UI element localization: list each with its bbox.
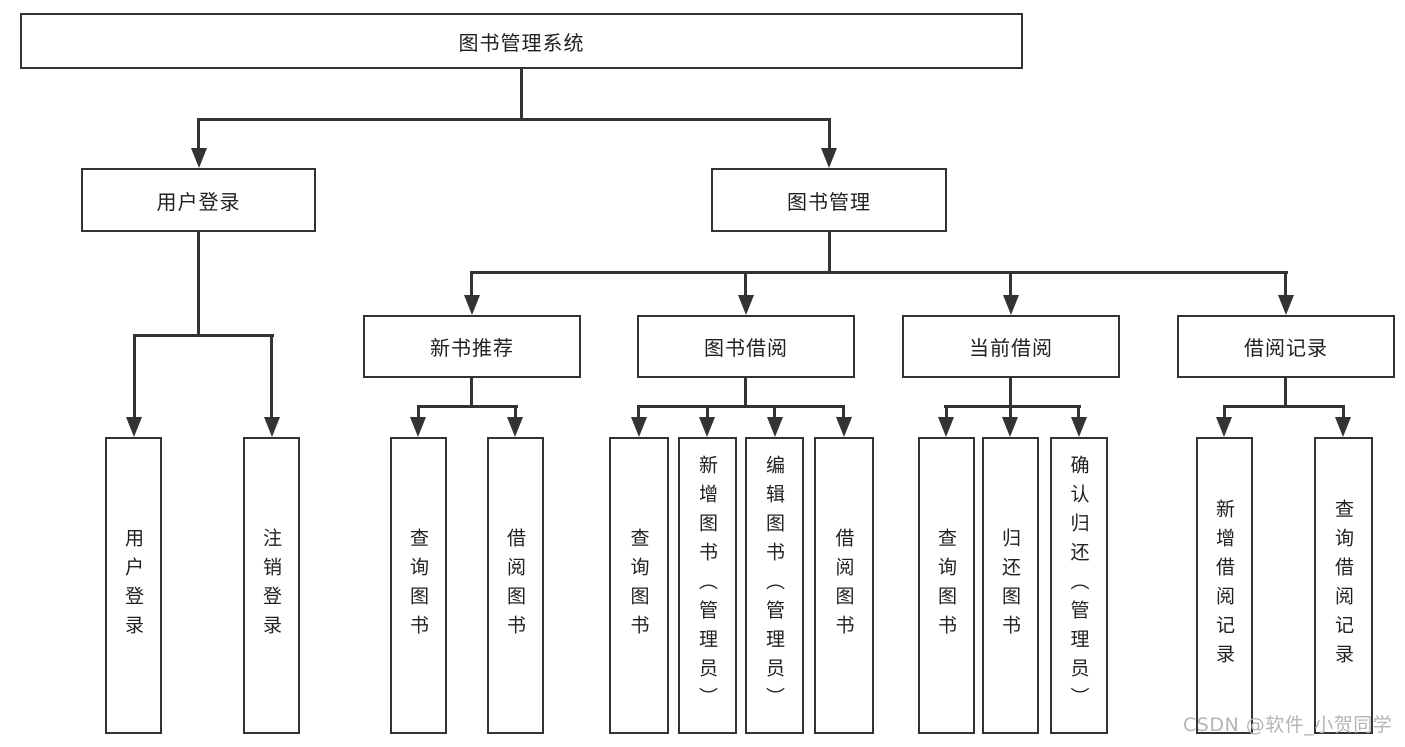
arrow-down-icon <box>507 417 523 437</box>
arrow-down-icon <box>1216 417 1232 437</box>
arrow-down-icon <box>1003 295 1019 315</box>
watermark: CSDN @软件_小贺同学 <box>1183 714 1393 736</box>
connector-line <box>470 271 473 295</box>
node-new-book-recommend-label: 新书推荐 <box>430 336 514 360</box>
leaf-borrow-books-recommend-label: 借阅图书 <box>504 527 526 644</box>
arrow-down-icon <box>938 417 954 437</box>
leaf-borrow-books: 借阅图书 <box>814 437 874 734</box>
arrow-down-icon <box>821 148 837 168</box>
connector-line <box>133 334 136 417</box>
leaf-query-books-recommend-label: 查询图书 <box>407 527 429 644</box>
leaf-edit-books-admin: 编辑图书（管理员） <box>745 437 804 734</box>
leaf-query-borrow-record: 查询借阅记录 <box>1314 437 1373 734</box>
arrow-down-icon <box>767 417 783 437</box>
connector-line <box>1009 405 1012 417</box>
leaf-query-books-borrowing: 查询图书 <box>609 437 669 734</box>
node-borrowing-records-label: 借阅记录 <box>1244 336 1328 360</box>
node-book-management-label: 图书管理 <box>787 189 871 214</box>
connector-line <box>197 118 200 148</box>
node-borrowing-records: 借阅记录 <box>1177 315 1395 378</box>
arrow-down-icon <box>738 295 754 315</box>
connector-line <box>744 378 747 408</box>
arrow-down-icon <box>631 417 647 437</box>
connector-line <box>828 232 831 274</box>
connector-line <box>1077 405 1080 417</box>
arrow-down-icon <box>1002 417 1018 437</box>
leaf-user-login: 用户登录 <box>105 437 162 734</box>
leaf-query-books-recommend: 查询图书 <box>390 437 447 734</box>
connector-line <box>744 271 747 295</box>
arrow-down-icon <box>126 417 142 437</box>
connector-line <box>133 334 274 337</box>
leaf-add-books-admin: 新增图书（管理员） <box>678 437 737 734</box>
arrow-down-icon <box>1278 295 1294 315</box>
leaf-query-books-current: 查询图书 <box>918 437 975 734</box>
node-book-borrowing-label: 图书借阅 <box>704 336 788 360</box>
leaf-logout: 注销登录 <box>243 437 300 734</box>
node-new-book-recommend: 新书推荐 <box>363 315 581 378</box>
leaf-borrow-books-recommend: 借阅图书 <box>487 437 544 734</box>
leaf-confirm-return-admin: 确认归还（管理员） <box>1050 437 1108 734</box>
connector-line <box>270 334 273 417</box>
arrow-down-icon <box>836 417 852 437</box>
connector-line <box>842 405 845 417</box>
node-library-system-label: 图书管理系统 <box>458 30 585 55</box>
connector-line <box>1223 405 1345 408</box>
node-current-borrowing: 当前借阅 <box>902 315 1120 378</box>
connector-line <box>417 405 518 408</box>
connector-line <box>1223 405 1226 417</box>
node-user-login: 用户登录 <box>81 168 316 232</box>
connector-line <box>828 118 831 148</box>
connector-line <box>514 405 517 417</box>
connector-line <box>197 232 200 337</box>
connector-line <box>637 405 845 408</box>
node-book-borrowing: 图书借阅 <box>637 315 855 378</box>
connector-line <box>637 405 640 417</box>
node-current-borrowing-label: 当前借阅 <box>969 336 1053 360</box>
leaf-query-books-borrowing-label: 查询图书 <box>627 527 650 644</box>
leaf-borrow-books-label: 借阅图书 <box>832 527 855 644</box>
connector-line <box>773 405 776 417</box>
arrow-down-icon <box>1071 417 1087 437</box>
leaf-query-books-current-label: 查询图书 <box>935 527 957 644</box>
leaf-add-borrow-record-label: 新增借阅记录 <box>1213 498 1235 673</box>
connector-line <box>470 378 473 408</box>
connector-line <box>470 271 1288 274</box>
connector-line <box>944 405 1081 408</box>
leaf-edit-books-admin-label: 编辑图书（管理员） <box>763 455 785 716</box>
arrow-down-icon <box>264 417 280 437</box>
leaf-confirm-return-admin-label: 确认归还（管理员） <box>1067 455 1090 716</box>
leaf-add-borrow-record: 新增借阅记录 <box>1196 437 1253 734</box>
connector-line <box>706 405 709 417</box>
arrow-down-icon <box>191 148 207 168</box>
leaf-return-books-label: 归还图书 <box>999 527 1021 644</box>
connector-line <box>945 405 948 417</box>
connector-line <box>417 405 420 417</box>
leaf-query-borrow-record-label: 查询借阅记录 <box>1332 498 1354 673</box>
arrow-down-icon <box>1335 417 1351 437</box>
arrow-down-icon <box>699 417 715 437</box>
leaf-add-books-admin-label: 新增图书（管理员） <box>696 455 718 716</box>
leaf-logout-label: 注销登录 <box>260 527 282 644</box>
connector-line <box>197 118 831 121</box>
leaf-user-login-label: 用户登录 <box>122 527 144 644</box>
node-user-login-label: 用户登录 <box>156 189 241 214</box>
connector-line <box>1342 405 1345 417</box>
arrow-down-icon <box>410 417 426 437</box>
arrow-down-icon <box>464 295 480 315</box>
node-book-management: 图书管理 <box>711 168 947 232</box>
connector-line <box>1009 378 1012 408</box>
leaf-return-books: 归还图书 <box>982 437 1039 734</box>
connector-line <box>1284 378 1287 408</box>
connector-line <box>520 67 523 121</box>
connector-line <box>1009 271 1012 295</box>
node-library-system: 图书管理系统 <box>20 13 1023 69</box>
connector-line <box>1284 271 1287 295</box>
